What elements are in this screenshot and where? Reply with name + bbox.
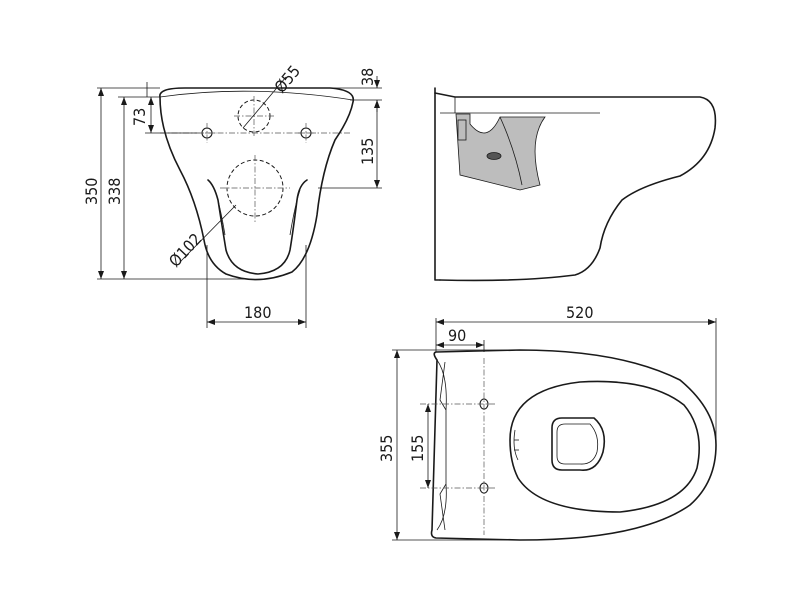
dim-height-135: 135: [358, 138, 377, 165]
top-water-hole: [551, 417, 606, 471]
side-outlet-hole: [486, 152, 502, 160]
side-bowl-outline: [434, 92, 717, 282]
front-inner-left: [214, 189, 226, 236]
dim-top-to-center: 73: [130, 108, 149, 126]
dim-height-bowl: 338: [105, 178, 124, 205]
dim-height-total: 350: [82, 178, 101, 205]
dim-pipe-diameter: Ø55: [271, 62, 305, 97]
dim-length: 520: [566, 303, 593, 322]
top-view: 520 90 355 155: [377, 303, 717, 541]
side-wall-plate: [434, 87, 441, 281]
dim-width-top: 355: [377, 435, 396, 462]
front-view: Ø55 Ø102 350 338 73 38: [82, 62, 382, 328]
top-bowl-opening: [509, 380, 700, 513]
dim-height-38: 38: [358, 68, 377, 86]
side-view: [434, 87, 717, 282]
dim-outlet-diameter: Ø102: [165, 229, 205, 270]
front-rim-line: [159, 90, 354, 101]
side-outlet-bracket: [455, 113, 546, 191]
dim-bolt-spacing: 155: [408, 435, 427, 462]
front-inner-right: [289, 189, 301, 236]
top-outer-outline: [430, 349, 717, 541]
dim-width-bottom: 180: [244, 303, 271, 322]
dim-bolt-offset: 90: [448, 326, 466, 345]
front-inner-outlet: [207, 179, 308, 275]
top-flange-line: [439, 361, 447, 531]
